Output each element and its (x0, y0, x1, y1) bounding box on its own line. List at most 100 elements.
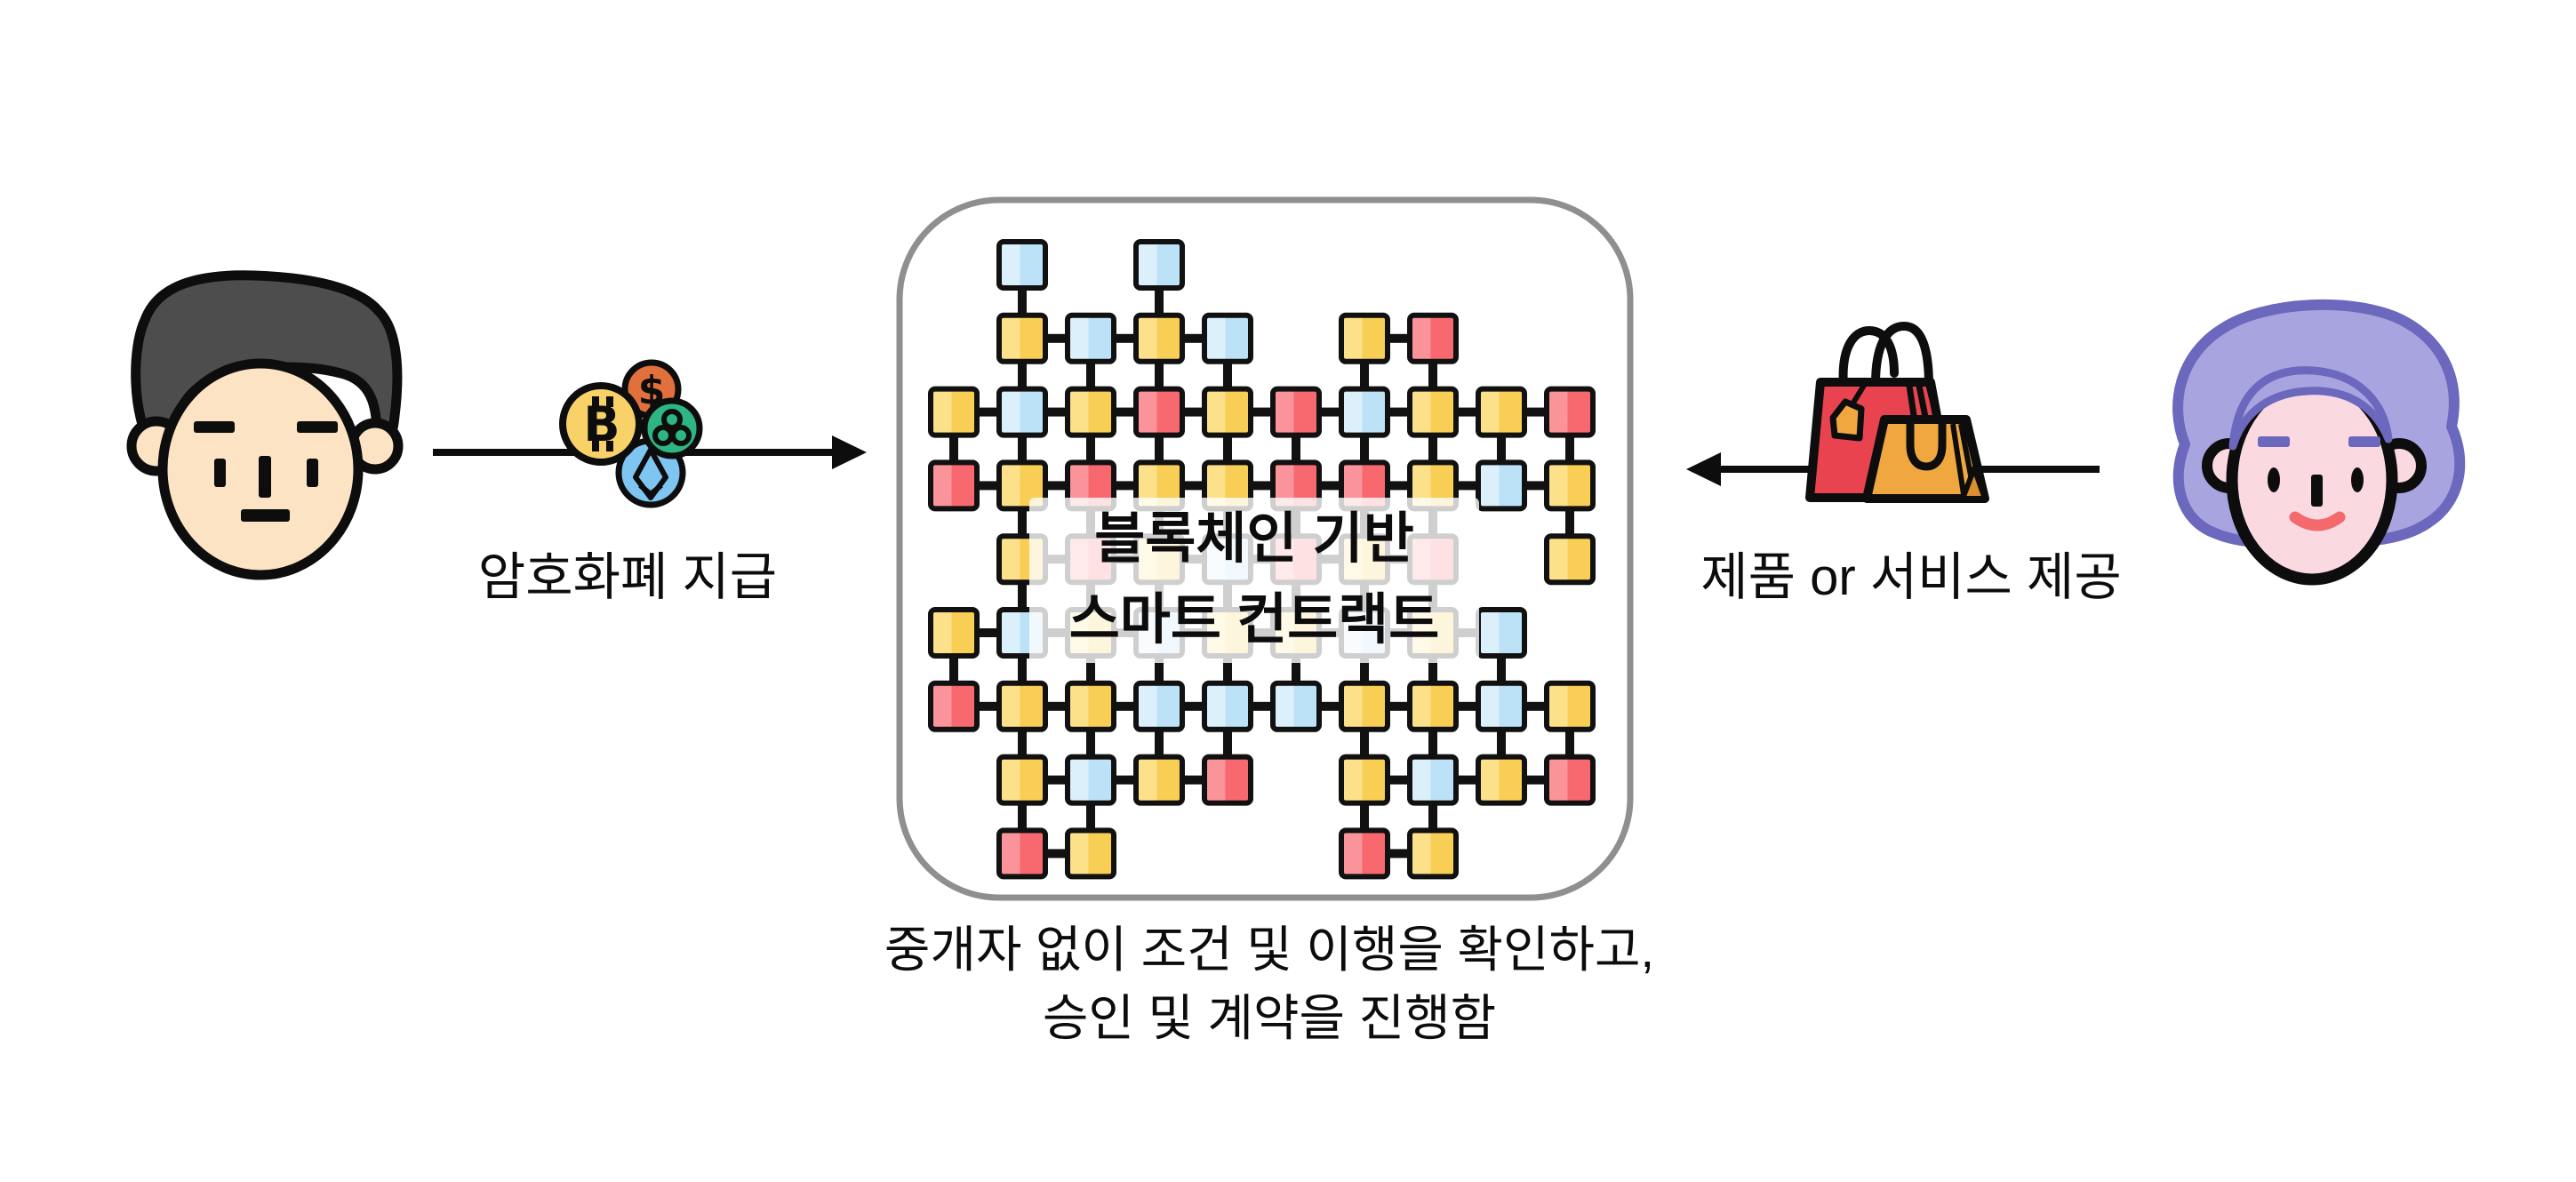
block-link (1018, 800, 1027, 834)
red-bag-handle (1871, 321, 1933, 390)
block-link (974, 628, 1002, 637)
block-node (996, 827, 1048, 880)
center-box-title-line1: 블록체인 기반 (1094, 508, 1414, 571)
block-node (996, 680, 1048, 732)
block-link (1565, 726, 1574, 760)
block-link (1565, 432, 1574, 466)
bitcoin-tick (592, 441, 599, 451)
block-node (928, 607, 980, 659)
man-left-eye (214, 459, 226, 487)
block-link (1018, 579, 1027, 612)
ethereum-symbol-base (638, 483, 663, 497)
block-link (1086, 726, 1095, 760)
block-link (1453, 775, 1481, 785)
block-link (1223, 358, 1232, 392)
woman-left-eyebrow (2258, 436, 2290, 447)
block-link (1180, 481, 1207, 491)
bitcoin-tick (606, 396, 613, 407)
block-node (1544, 386, 1596, 438)
block-link (974, 407, 1002, 417)
block-node (1133, 312, 1185, 364)
block-link (1155, 285, 1164, 318)
block-link (1018, 285, 1027, 318)
block-link (1360, 432, 1369, 466)
block-link (1043, 333, 1070, 343)
block-link (974, 481, 1002, 491)
block-node (1544, 533, 1596, 586)
man-right-eyebrow (297, 421, 338, 433)
orange-bag-handle (1906, 418, 1947, 471)
block-node (1476, 459, 1527, 512)
block-link (974, 701, 1002, 711)
block-node (1202, 754, 1253, 806)
block-node (1065, 312, 1116, 364)
block-link (949, 432, 958, 466)
block-node (1339, 754, 1390, 806)
block-node (1407, 827, 1459, 880)
block-link (1453, 407, 1481, 417)
block-link (1385, 701, 1412, 711)
block-link (1043, 775, 1070, 785)
block-link (1316, 407, 1344, 417)
block-link (1248, 701, 1276, 711)
block-node (1476, 754, 1527, 806)
block-link (1522, 701, 1549, 711)
block-node (996, 312, 1048, 364)
orange-bag-fold (1960, 466, 1988, 501)
block-link (1155, 653, 1164, 686)
block-node (1133, 386, 1185, 438)
block-link (1018, 506, 1027, 539)
block-link (1497, 432, 1506, 466)
block-node (996, 754, 1048, 806)
block-link (1360, 726, 1369, 760)
woman-right-eye (2351, 467, 2364, 492)
block-link (1043, 407, 1070, 417)
block-link (1292, 653, 1300, 686)
block-link (1086, 800, 1095, 834)
block-link (1385, 849, 1412, 859)
block-node (1202, 386, 1253, 438)
block-link (1316, 481, 1344, 491)
block-link (1155, 432, 1164, 466)
block-link (1018, 358, 1027, 392)
block-link (1155, 726, 1164, 760)
token-dot (670, 425, 692, 446)
block-node (928, 459, 980, 512)
block-link (1111, 775, 1139, 785)
bitcoin-coin-icon (559, 382, 643, 466)
block-link (1360, 358, 1369, 392)
block-node (928, 386, 980, 438)
man-right-eye (307, 459, 318, 487)
block-node (1544, 459, 1596, 512)
block-node (1133, 680, 1185, 732)
block-link (1522, 407, 1549, 417)
delivery-label: 제품 or 서비스 제공 (1700, 548, 2122, 606)
bitcoin-tick (606, 441, 613, 451)
block-link (1180, 407, 1207, 417)
cryptocurrency-coins-icon: $ B (559, 359, 703, 508)
block-link (1155, 358, 1164, 392)
man-left-eyebrow (194, 421, 235, 433)
block-link (1360, 800, 1369, 834)
block-link (1180, 333, 1207, 343)
block-node (1065, 680, 1116, 732)
block-link (1018, 432, 1027, 466)
center-box-title-overlay: 블록체인 기반 스마트 컨트랙트 (1029, 498, 1479, 663)
block-node (1339, 386, 1390, 438)
block-node (996, 459, 1048, 512)
block-node (1133, 239, 1185, 291)
block-link (1292, 432, 1300, 466)
block-node (1270, 680, 1322, 732)
block-node (1544, 754, 1596, 806)
woman-nose (2311, 475, 2323, 507)
block-link (1043, 849, 1070, 859)
block-link (949, 653, 958, 686)
bitcoin-symbol: B (583, 396, 620, 452)
block-link (1428, 358, 1437, 392)
block-link (1018, 653, 1027, 686)
woman-right-eyebrow (2348, 436, 2380, 447)
block-link (1086, 358, 1095, 392)
block-link (1111, 701, 1139, 711)
price-tag-icon (1829, 398, 1865, 442)
